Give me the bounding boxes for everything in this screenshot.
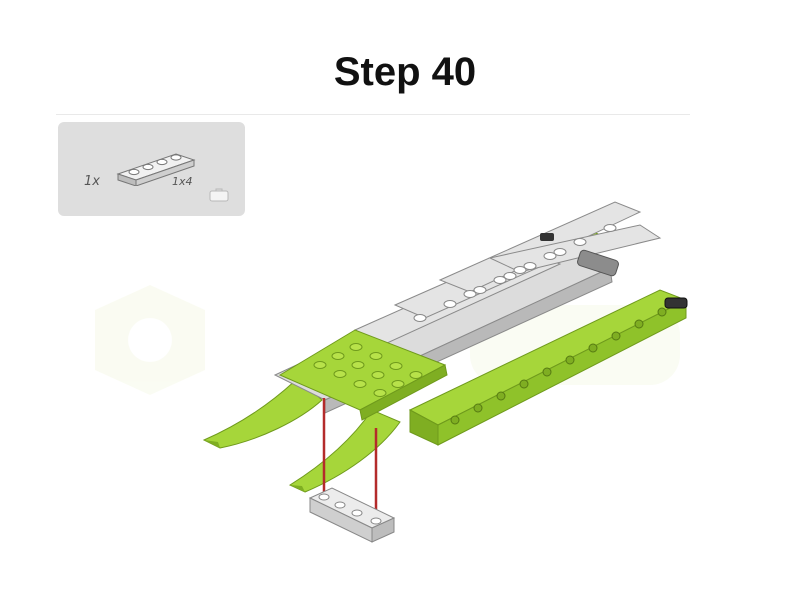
new-plate-1x4	[308, 398, 396, 543]
bag-icon	[209, 188, 229, 202]
part-size: 1x4	[172, 175, 193, 188]
left-wing	[202, 377, 323, 449]
step-title: Step 40	[333, 50, 477, 94]
plate-1x4-icon	[116, 153, 196, 186]
lime-studs	[313, 343, 423, 397]
parts-callout: 1x 1x4	[58, 122, 245, 216]
divider	[56, 114, 690, 115]
beam-holes	[450, 307, 667, 425]
gray-studs	[413, 224, 617, 322]
right-wing	[288, 409, 401, 493]
part-quantity: 1x	[84, 174, 100, 189]
